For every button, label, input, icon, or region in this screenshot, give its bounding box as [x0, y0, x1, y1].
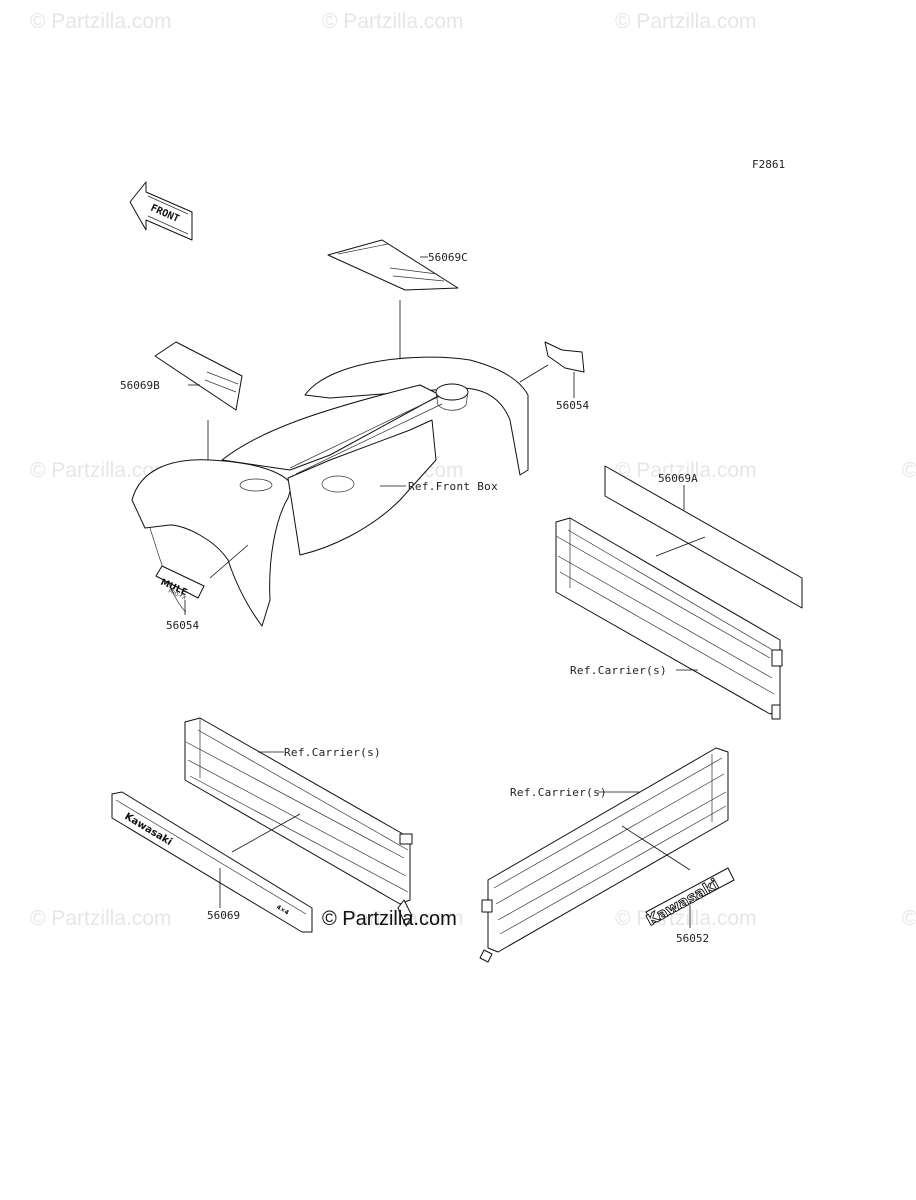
decal-56069c: 56069C [327, 239, 468, 370]
callout-56069: 56069 [207, 909, 240, 922]
callout-56052: 56052 [676, 932, 709, 945]
decal-56054-top: 56054 [519, 341, 589, 412]
center-copyright: © Partzilla.com [322, 908, 457, 930]
decal-56069a: 56069A [604, 465, 803, 609]
watermark: © Partzilla.com [30, 10, 172, 33]
carrier-gate-left: Ref.Carrier(s) [184, 717, 413, 927]
callout-56069a: 56069A [658, 472, 698, 485]
ref-carrier-bottom: Ref.Carrier(s) [510, 786, 607, 799]
front-arrow-icon: FRONT [129, 181, 193, 241]
watermark: © [902, 459, 916, 482]
watermark: © Partzilla.com [615, 10, 757, 33]
ref-front-box: Ref.Front Box [408, 480, 498, 493]
callout-56069b: 56069B [120, 379, 160, 392]
watermark: © Partzilla.com [322, 10, 464, 33]
carrier-gate-right: Ref.Carrier(s) [555, 517, 783, 720]
decal-56054-left: MULE PRO-FX 56054 [155, 544, 249, 632]
watermark: © Partzilla.com [615, 459, 757, 482]
ref-carrier-right: Ref.Carrier(s) [570, 664, 667, 677]
watermark: © Partzilla.com [30, 907, 172, 930]
callout-56054-left: 56054 [166, 619, 199, 632]
front-fender-body: Ref.Front Box [131, 356, 529, 627]
callout-56054-top: 56054 [556, 399, 589, 412]
callout-56069c: 56069C [428, 251, 468, 264]
watermark: © [902, 907, 916, 930]
carrier-gate-bottom: Ref.Carrier(s) [479, 747, 729, 963]
ref-carrier-left: Ref.Carrier(s) [284, 746, 381, 759]
diagram-code: F2861 [752, 158, 785, 171]
watermark: © Partzilla.com [322, 907, 464, 930]
decal-56069b: 56069B [120, 341, 243, 478]
watermark: © Partzilla.com [30, 459, 172, 482]
